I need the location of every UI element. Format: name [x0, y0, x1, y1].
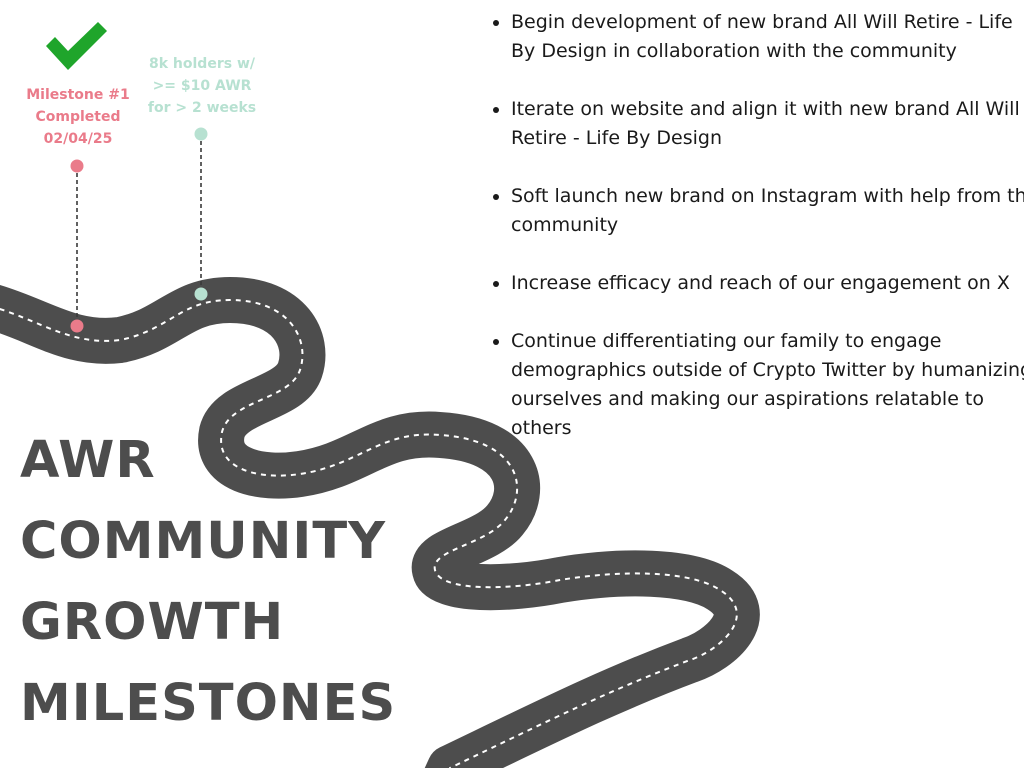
milestone-1-label: Milestone #1 Completed 02/04/25 — [26, 87, 130, 147]
goal-item: Continue differentiating our family to e… — [511, 327, 1024, 443]
title-line: COMMUNITY — [20, 512, 387, 571]
title-line: AWR — [20, 431, 156, 490]
goal-item: Iterate on website and align it with new… — [511, 95, 1024, 153]
milestone-2-road-marker — [194, 287, 208, 301]
road-center-line — [0, 298, 738, 768]
goals-list: Begin development of new brand All Will … — [486, 8, 1024, 472]
check-icon — [46, 22, 107, 70]
goal-item: Begin development of new brand All Will … — [511, 8, 1024, 66]
title-line: GROWTH — [20, 593, 285, 652]
goal-item: Increase efficacy and reach of our engag… — [511, 269, 1024, 298]
goal-item: Soft launch new brand on Instagram with … — [511, 182, 1024, 240]
page-title: AWR COMMUNITY GROWTH MILESTONES — [20, 420, 396, 744]
milestone-1-road-marker — [70, 319, 84, 333]
milestone-1-top-marker — [70, 159, 84, 173]
milestone-2-top-marker — [194, 127, 208, 141]
milestone-2-label: 8k holders w/ >= $10 AWR for > 2 weeks — [147, 56, 257, 116]
title-line: MILESTONES — [20, 674, 397, 733]
